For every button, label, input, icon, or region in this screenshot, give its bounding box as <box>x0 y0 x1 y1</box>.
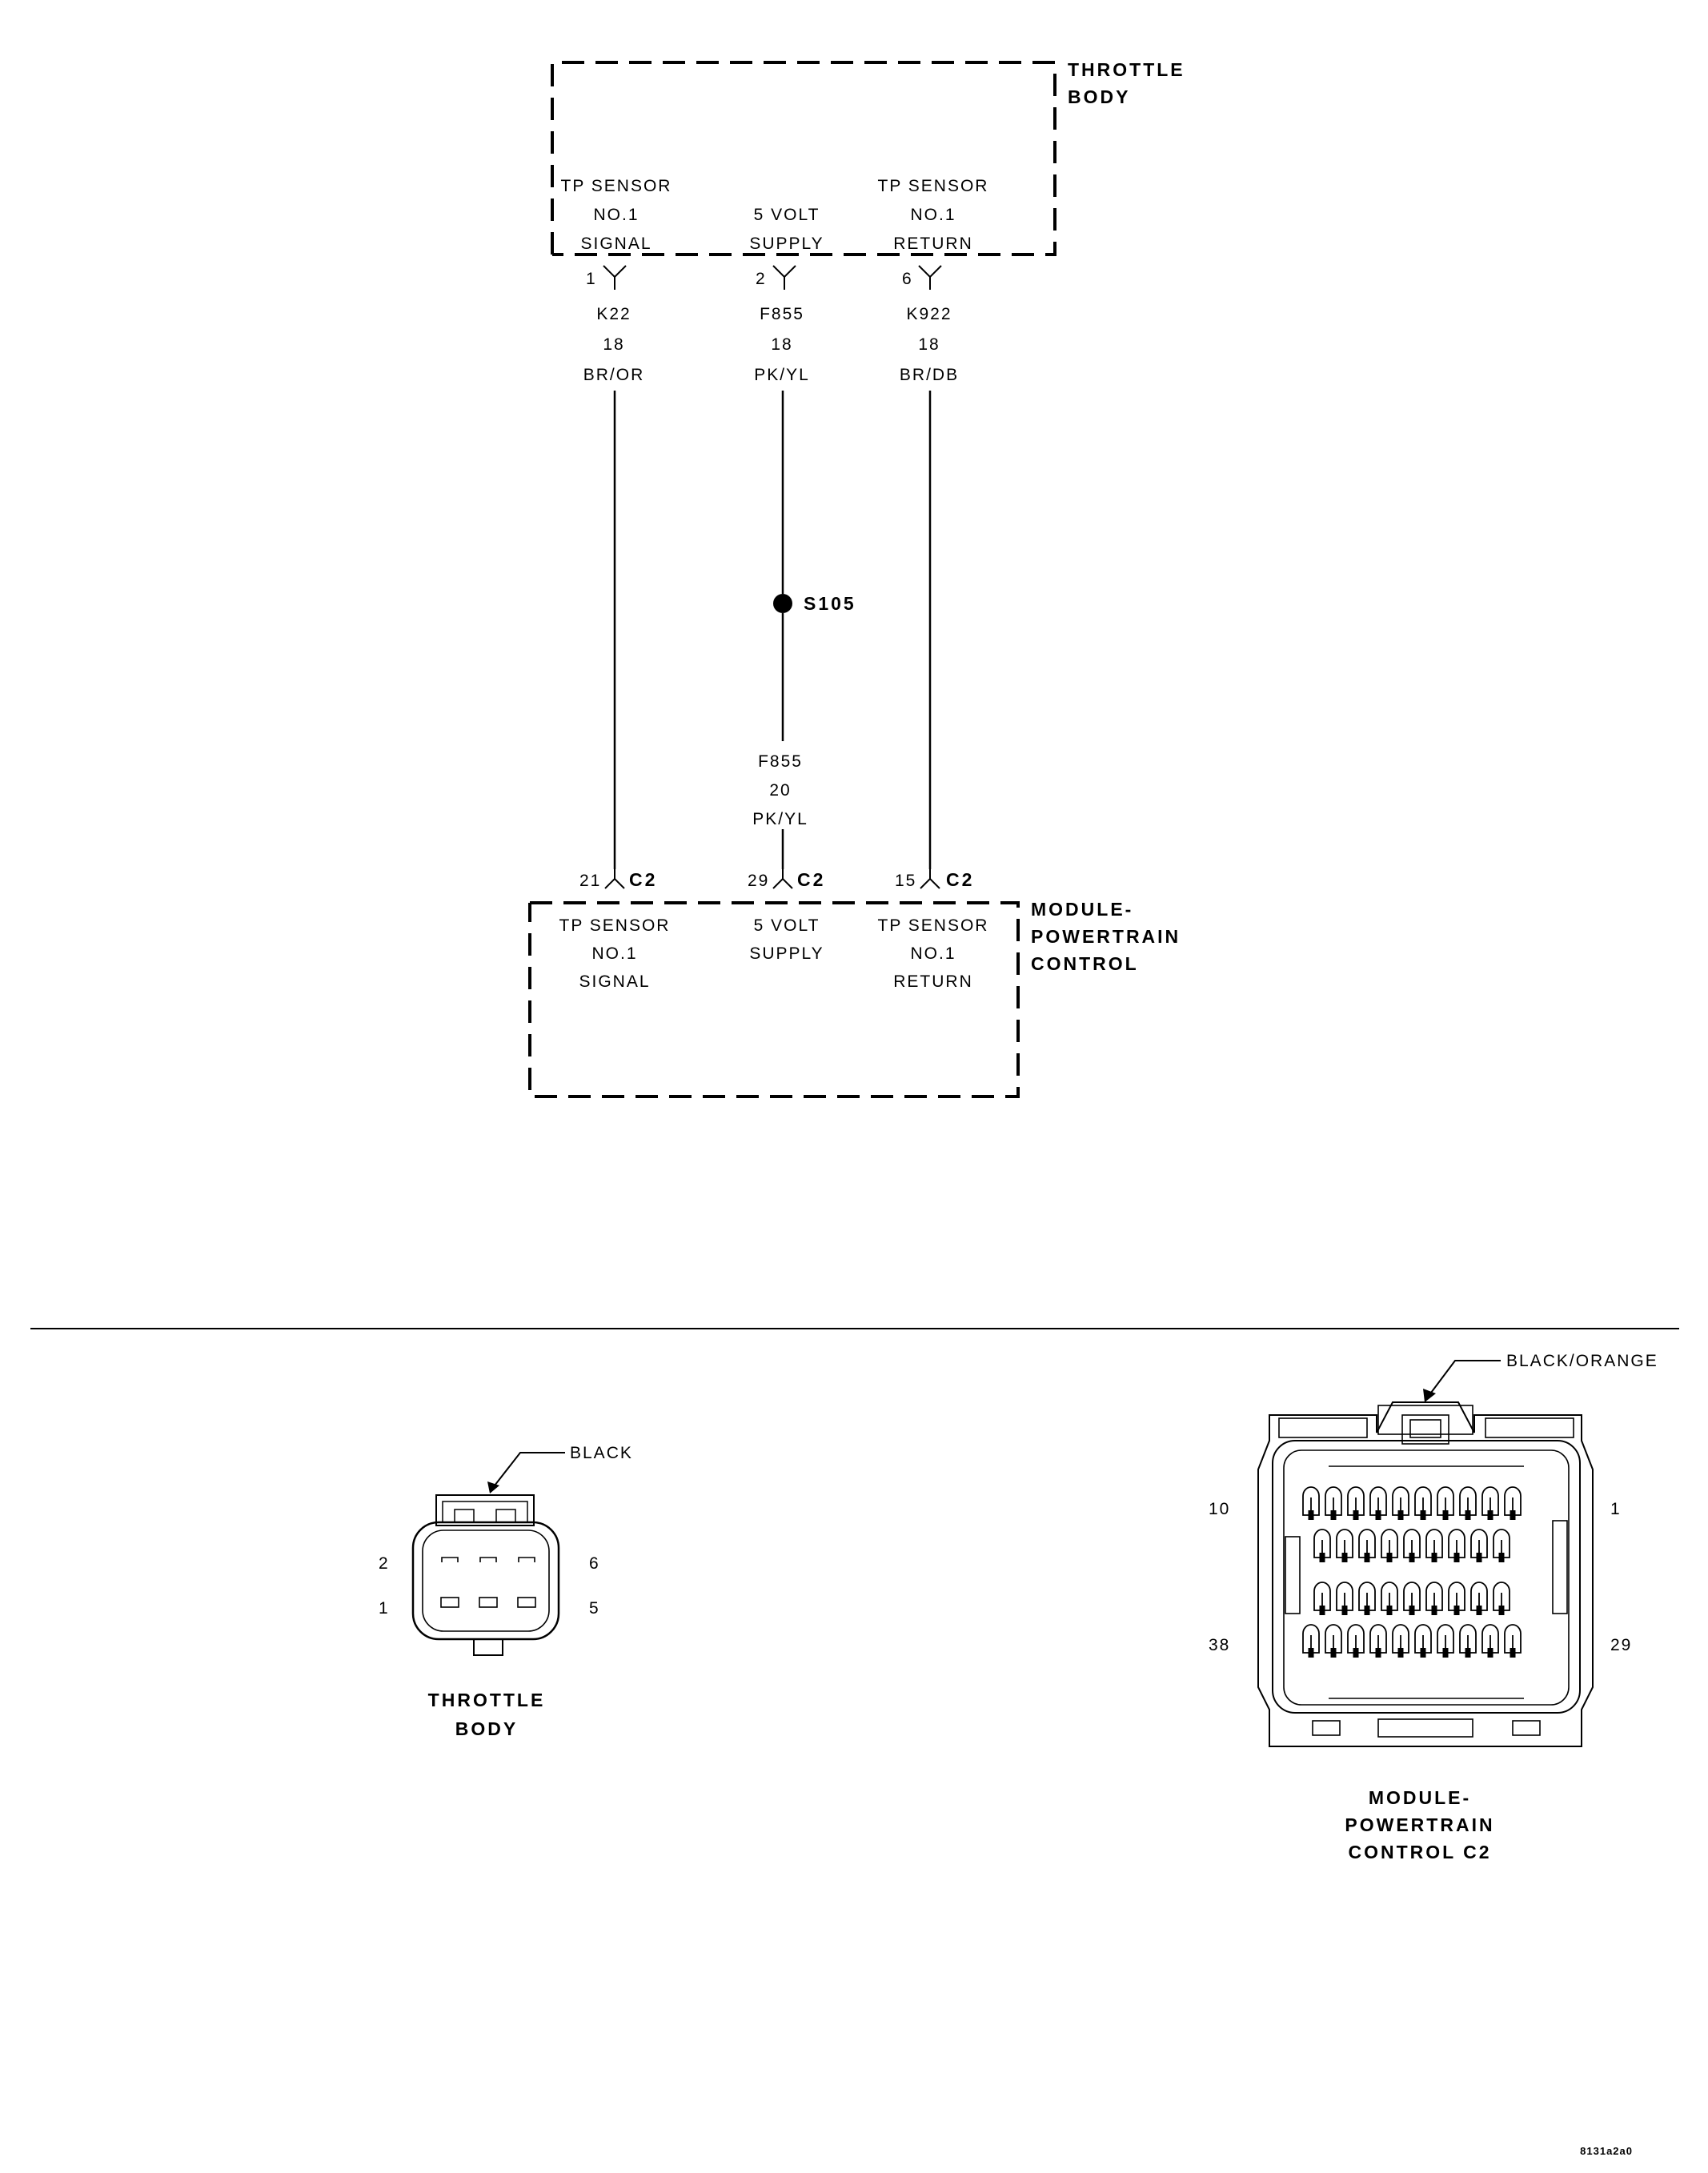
tb-pin1-desc-2: NO.1 <box>593 206 639 224</box>
pcm-c2-terminals <box>1302 1486 1522 1658</box>
pcm-component: 21 C2 29 C2 15 C2 MODULE- POWERTRAIN CON… <box>528 869 1181 1098</box>
pcm-pin15-desc-3: RETURN <box>893 972 973 991</box>
pcm-pin21-terminal: 21 C2 <box>579 869 657 890</box>
pcm-color-label: BLACK/ORANGE <box>1506 1352 1658 1370</box>
pcm-connector-name-3: CONTROL C2 <box>1348 1842 1491 1862</box>
wire-k22-label: K22 18 BR/OR <box>583 305 645 384</box>
tb-connector-name-2: BODY <box>455 1718 518 1739</box>
svg-text:18: 18 <box>771 335 792 354</box>
throttle-body-component: THROTTLE BODY TP SENSOR NO.1 SIGNAL 5 VO… <box>551 59 1185 290</box>
tb-pin2-terminal: 2 <box>756 265 796 290</box>
svg-text:K922: K922 <box>906 305 952 323</box>
pcm-pin-label-1: 1 <box>1610 1500 1622 1518</box>
svg-text:6: 6 <box>902 270 913 288</box>
svg-text:15: 15 <box>895 872 916 890</box>
pcm-pin21-desc-2: NO.1 <box>591 944 637 963</box>
tb-pin6-terminal: 6 <box>902 265 942 290</box>
wire-f855-label: F855 18 PK/YL <box>754 305 810 384</box>
pcm-pin21-desc-3: SIGNAL <box>579 972 650 991</box>
svg-text:18: 18 <box>918 335 940 354</box>
svg-text:20: 20 <box>769 781 791 800</box>
pcm-pin29-terminal: 29 C2 <box>748 869 825 890</box>
throttle-body-title-2: BODY <box>1068 86 1130 107</box>
pcm-pin15-desc-1: TP SENSOR <box>878 916 989 935</box>
pcm-pin21-desc-1: TP SENSOR <box>559 916 671 935</box>
pcm-connector-name-1: MODULE- <box>1369 1787 1471 1808</box>
svg-text:F855: F855 <box>760 305 804 323</box>
tb-pin2-desc-1: 5 VOLT <box>754 206 820 224</box>
svg-text:PK/YL: PK/YL <box>754 366 810 384</box>
tb-pin6-desc-2: NO.1 <box>910 206 956 224</box>
tb-connector-name-1: THROTTLE <box>428 1690 546 1710</box>
svg-text:2: 2 <box>756 270 767 288</box>
tb-pin-label-2: 2 <box>379 1554 390 1573</box>
tb-pin1-terminal: 1 <box>586 265 627 290</box>
tb-pin1-desc-3: SIGNAL <box>580 235 652 253</box>
tb-pin-label-6: 6 <box>589 1554 600 1573</box>
svg-text:BR/OR: BR/OR <box>583 366 645 384</box>
pcm-pin29-desc-2: SUPPLY <box>749 944 824 963</box>
throttle-body-title-1: THROTTLE <box>1068 59 1185 80</box>
figure-code: 8131a2a0 <box>1580 2145 1633 2157</box>
svg-text:29: 29 <box>748 872 769 890</box>
svg-text:21: 21 <box>579 872 601 890</box>
wire-f855-lower-label: F855 20 PK/YL <box>752 752 808 828</box>
svg-text:F855: F855 <box>758 752 803 771</box>
pcm-title-2: POWERTRAIN <box>1031 926 1181 947</box>
splice-label: S105 <box>804 593 856 614</box>
tb-color-label: BLACK <box>570 1444 633 1462</box>
pcm-pin-label-29: 29 <box>1610 1636 1632 1654</box>
svg-text:BR/DB: BR/DB <box>900 366 959 384</box>
tb-pin1-desc-1: TP SENSOR <box>561 177 672 195</box>
tb-pin6-desc-3: RETURN <box>893 235 973 253</box>
pcm-pin-label-38: 38 <box>1209 1636 1230 1654</box>
tb-pin2-desc-2: SUPPLY <box>749 235 824 253</box>
svg-text:PK/YL: PK/YL <box>752 810 808 828</box>
pcm-pin-label-10: 10 <box>1209 1500 1230 1518</box>
svg-text:K22: K22 <box>596 305 631 323</box>
svg-text:C2: C2 <box>629 869 657 890</box>
svg-text:18: 18 <box>603 335 624 354</box>
tb-pin-label-1: 1 <box>379 1599 390 1618</box>
svg-text:C2: C2 <box>946 869 974 890</box>
tb-pin-label-5: 5 <box>589 1599 600 1618</box>
pcm-connector-name-2: POWERTRAIN <box>1345 1814 1494 1835</box>
pcm-title-1: MODULE- <box>1031 899 1133 920</box>
pcm-title-3: CONTROL <box>1031 953 1139 974</box>
pcm-pin15-desc-2: NO.1 <box>910 944 956 963</box>
pcm-pin29-desc-1: 5 VOLT <box>754 916 820 935</box>
svg-text:1: 1 <box>586 270 597 288</box>
svg-text:C2: C2 <box>797 869 825 890</box>
tb-pin6-desc-1: TP SENSOR <box>878 177 989 195</box>
pcm-pin15-terminal: 15 C2 <box>895 869 974 890</box>
wire-k922-label: K922 18 BR/DB <box>900 305 959 384</box>
tb-color-leader <box>494 1452 565 1486</box>
throttle-body-connector-view: BLACK 2 1 6 5 THROTTLE BODY <box>379 1444 633 1739</box>
pcm-c2-connector-view: BLACK/ORANGE 10 1 38 29 MODU <box>1209 1352 1658 1862</box>
splice-dot <box>773 594 792 613</box>
